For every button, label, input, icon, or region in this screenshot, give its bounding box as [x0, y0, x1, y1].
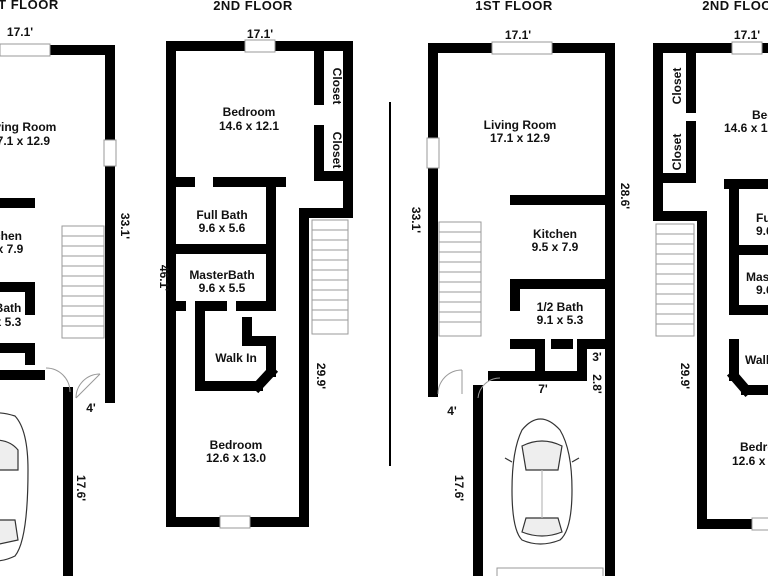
dimension-step-width: 3' [592, 350, 602, 364]
stairs-icon [311, 219, 349, 335]
dimension-side: 29.9' [314, 363, 328, 389]
room-name: Bedroom [223, 105, 276, 119]
window-icon [731, 41, 763, 55]
dimension-top: 17.1' [505, 28, 531, 42]
room-size: 14.6 x 12.1 [724, 121, 768, 135]
window-icon [103, 139, 117, 167]
room-size: 9.5 x 7.9 [532, 240, 579, 254]
dimension-garage: 17.6' [452, 475, 466, 501]
room-name: Full Bath [196, 208, 247, 222]
room-size: 9.5 x 7.9 [0, 242, 24, 256]
window-icon [244, 39, 276, 53]
room-name: Kitchen [533, 227, 577, 241]
dimension-side: 46.1' [157, 265, 171, 291]
stairs-icon [655, 223, 695, 337]
room-size: 9.1 x 5.3 [537, 313, 584, 327]
floor-title: 2ND FLOOR [702, 0, 768, 13]
closet-label: Closet [330, 132, 344, 169]
walls [0, 45, 115, 576]
room-name: 1/2 Bath [0, 301, 21, 315]
garage-door [496, 567, 604, 576]
panel-1st-floor-right: 1ST FLOOR [409, 0, 632, 576]
floor-title: 1ST FLOOR [475, 0, 553, 13]
room-name: MasterBath [746, 270, 768, 284]
room-size: 14.6 x 12.1 [219, 119, 279, 133]
window-icon [219, 515, 251, 529]
closet-label: Closet [670, 134, 684, 171]
dimension-door: 4' [447, 404, 457, 418]
window-icon [751, 517, 768, 531]
room-name: Bedroom [740, 440, 768, 454]
room-size: 17.1 x 12.9 [490, 131, 550, 145]
car-icon [504, 418, 580, 545]
dimension-step-height: 2.8' [590, 374, 604, 394]
dimension-top: 17.1' [734, 28, 760, 42]
floor-title: 1ST FLOOR [0, 0, 59, 12]
window-icon [0, 43, 51, 57]
window-icon [426, 137, 440, 169]
window-icon [491, 41, 553, 55]
room-name: Full Bath [756, 211, 768, 225]
room-size: 9.6 x 5.5 [199, 281, 246, 295]
floor-title: 2ND FLOOR [213, 0, 293, 13]
closet-label: Closet [330, 68, 344, 105]
room-name: 1/2 Bath [537, 300, 584, 314]
dimension-side: 28.6' [618, 183, 632, 209]
room-size: 17.1 x 12.9 [0, 134, 50, 148]
panel-1st-floor-left: 1ST FLOOR [0, 0, 132, 576]
stairs-icon [438, 221, 482, 337]
room-name: Kitchen [0, 229, 22, 243]
closet-label: Closet [670, 68, 684, 105]
dimension-top: 17.1' [247, 27, 273, 41]
door-swing-icon [437, 369, 501, 399]
room-name: Bedroom [752, 108, 768, 122]
door-swing-icon [45, 367, 101, 399]
stairs-icon [61, 225, 105, 339]
room-size: 9.6 x 5.6 [199, 221, 246, 235]
room-name: Bedroom [210, 438, 263, 452]
room-name: Walk In [745, 353, 768, 367]
dimension-side: 33.1' [409, 207, 423, 233]
room-name: Living Room [484, 118, 557, 132]
room-size: 9.6 x 5.6 [756, 224, 768, 238]
dimension-door: 4' [86, 401, 96, 415]
car-icon [0, 412, 29, 562]
dimension-bottom: 7' [538, 382, 548, 396]
panel-2nd-floor-center: 2ND FLOOR [157, 0, 353, 529]
room-name: Living Room [0, 120, 56, 134]
panel-2nd-floor-right: 2ND FLOOR [653, 0, 768, 531]
room-size: 12.6 x 13.0 [732, 454, 768, 468]
dimension-garage: 17.6' [74, 475, 88, 501]
room-size: 12.6 x 13.0 [206, 451, 266, 465]
room-size: 9.6 x 5.5 [756, 283, 768, 297]
dimension-top: 17.1' [7, 25, 33, 39]
dimension-side: 29.9' [678, 363, 692, 389]
room-size: 9.1 x 5.3 [0, 315, 22, 329]
room-name: Walk In [215, 351, 257, 365]
room-name: MasterBath [189, 268, 254, 282]
dimension-side: 33.1' [118, 213, 132, 239]
